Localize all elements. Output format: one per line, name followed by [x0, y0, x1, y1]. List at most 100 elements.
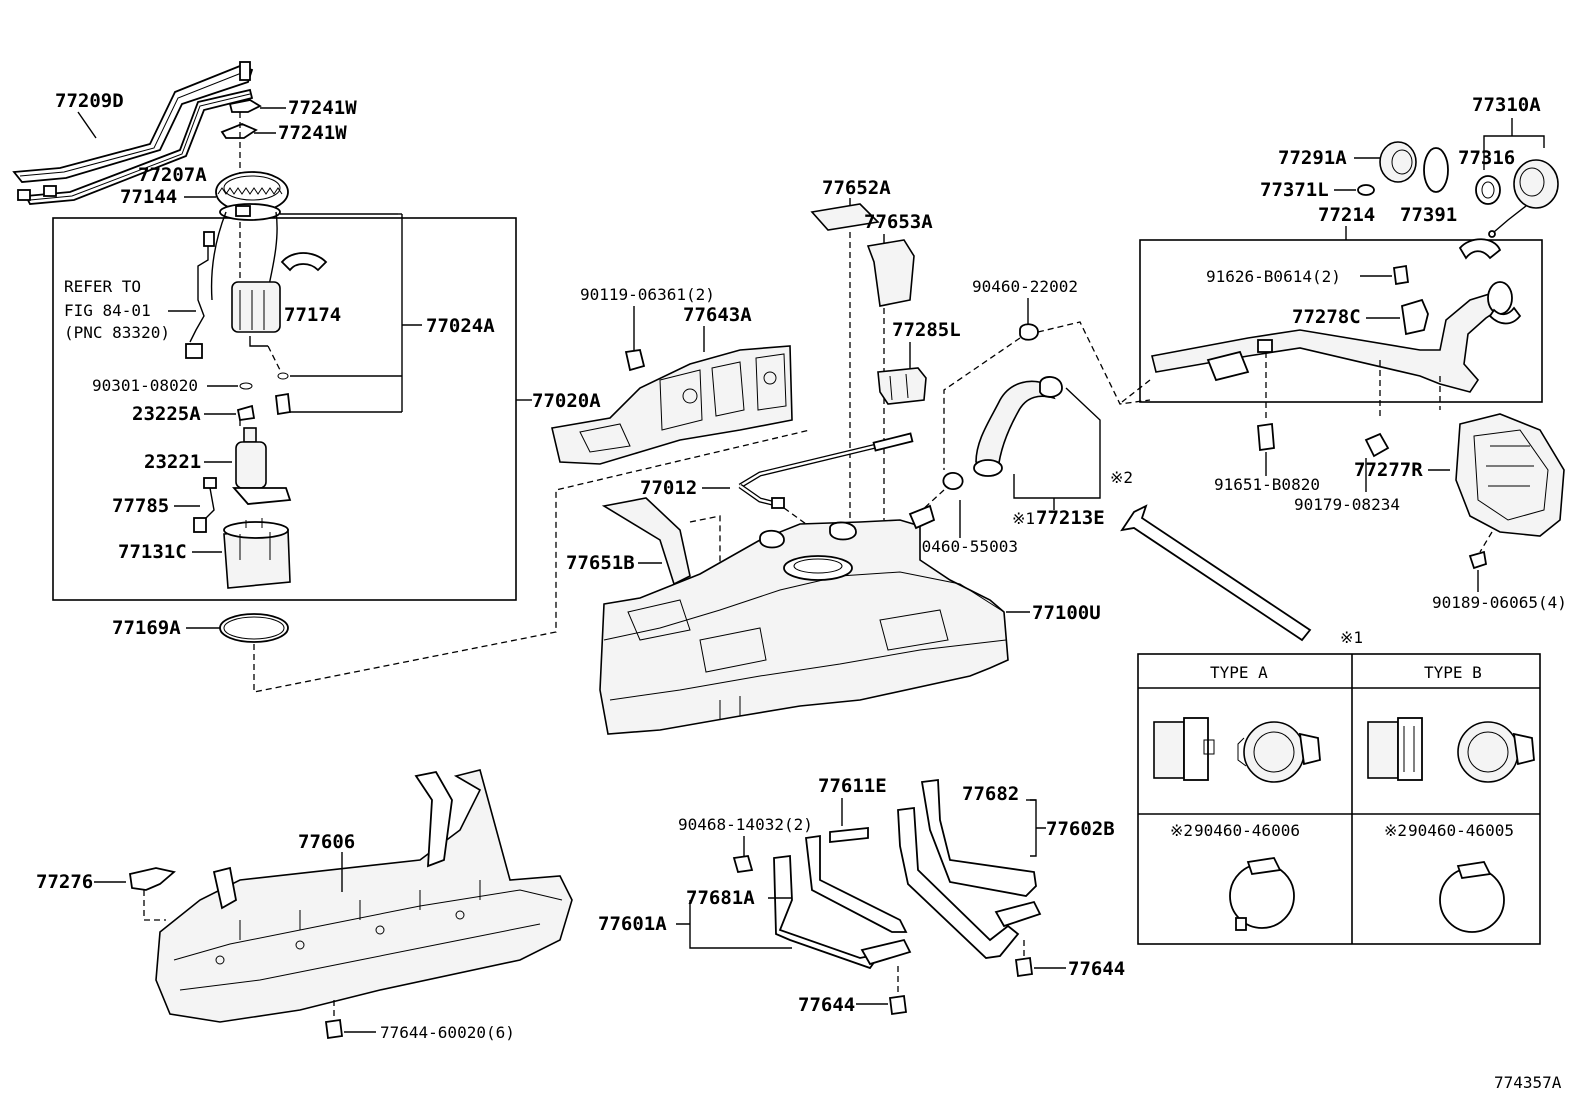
retainer-23225A	[236, 404, 256, 422]
filler-pipe-77214	[1151, 238, 1522, 393]
clamp-90460-22002	[1019, 323, 1039, 341]
label-77209D: 77209D	[55, 90, 124, 112]
label-77277R: 77277R	[1354, 459, 1423, 481]
protector-77652A	[810, 203, 880, 231]
label-77214: 77214	[1318, 204, 1375, 226]
o-ring	[277, 372, 289, 380]
figure-id: 774357A	[1494, 1073, 1562, 1092]
label-90301-08020: 90301-08020	[92, 376, 198, 395]
type-a-fitting-front	[1237, 721, 1321, 783]
refer-line-3: (PNC 83320)	[64, 323, 170, 342]
filter-77131C	[223, 518, 291, 589]
note-1-77213E: ※1	[1012, 509, 1035, 528]
clip-90468	[732, 854, 754, 874]
o-ring-77391	[1423, 147, 1449, 193]
note-2-hose: ※2	[1110, 468, 1133, 487]
gasket-77316	[1475, 175, 1501, 205]
label-77241W-upper: 77241W	[288, 97, 357, 119]
label-77276: 77276	[36, 871, 93, 893]
fuel-sender-gauge	[185, 203, 398, 359]
label-77644-right: 77644	[1068, 958, 1125, 980]
label-91651-B0820: 91651-B0820	[1214, 475, 1320, 494]
fuel-cap-77310A	[1488, 159, 1559, 238]
label-90119-06361: 90119-06361(2)	[580, 285, 715, 304]
label-91626-B0614: 91626-B0614(2)	[1206, 267, 1341, 286]
label-77371L: 77371L	[1260, 179, 1329, 201]
label-77611E: 77611E	[818, 775, 887, 797]
filler-assembly-box	[1139, 239, 1543, 403]
wire-harness-77785	[193, 477, 217, 533]
bolt-91651	[1257, 422, 1275, 452]
label-23225A: 23225A	[132, 403, 201, 425]
label-77213E: 77213E	[1036, 507, 1105, 529]
type-a-header: TYPE A	[1210, 663, 1268, 682]
fuel-line-77209D	[12, 61, 254, 205]
bolt-77644-center	[888, 994, 908, 1016]
label-77602B: 77602B	[1046, 818, 1115, 840]
clip-77241W-upper	[228, 99, 262, 113]
label-77652A: 77652A	[822, 177, 891, 199]
type-b-header: TYPE B	[1424, 663, 1482, 682]
filler-hose-77213E	[973, 376, 1063, 477]
label-77606: 77606	[298, 831, 355, 853]
label-77024A: 77024A	[426, 315, 495, 337]
tank-protector-77606	[155, 769, 573, 1023]
bolt-90119	[624, 348, 646, 372]
bolt-77644-right	[1014, 956, 1034, 978]
clamp-90460-55003	[942, 471, 964, 491]
label-90179-08234: 90179-08234	[1294, 495, 1400, 514]
pressure-regulator	[275, 392, 291, 416]
heat-shield-77643A	[551, 345, 793, 465]
note-1-arrow: ※1	[1340, 628, 1363, 647]
label-77653A: 77653A	[864, 211, 933, 233]
protector-77651B	[601, 497, 691, 586]
label-90189-06065: 90189-06065(4)	[1432, 593, 1567, 612]
label-77291A: 77291A	[1278, 147, 1347, 169]
arrow-type-reference	[1120, 504, 1312, 642]
label-77651B: 77651B	[566, 552, 635, 574]
label-77644-center: 77644	[798, 994, 855, 1016]
label-77278C: 77278C	[1292, 306, 1361, 328]
retainer-ring-77144	[215, 171, 289, 213]
bolt-77611E	[829, 827, 869, 843]
label-77169A: 77169A	[112, 617, 181, 639]
clip-77241W-lower	[220, 123, 258, 139]
label-77012: 77012	[640, 477, 697, 499]
bolt-77644-60020	[324, 1018, 344, 1040]
label-77144: 77144	[120, 186, 177, 208]
retainer-77291A	[1379, 141, 1417, 183]
o-ring-77371L	[1357, 184, 1375, 196]
fuel-pump-23221	[232, 427, 292, 505]
label-90460-55003: 90460-55003	[912, 537, 1018, 556]
type-comparison-table	[1137, 653, 1541, 945]
label-77682: 77682	[962, 783, 1019, 805]
nut-90179	[1364, 432, 1390, 458]
clamp-77285L	[877, 367, 927, 405]
clamp-90460-46006	[1229, 857, 1295, 931]
fuel-tank-77100U	[599, 504, 1009, 735]
pipe-77012	[738, 432, 914, 509]
label-77241W-lower: 77241W	[278, 122, 347, 144]
label-77131C: 77131C	[118, 541, 187, 563]
label-77391: 77391	[1400, 204, 1457, 226]
label-77681A: 77681A	[686, 887, 755, 909]
label-23221: 23221	[144, 451, 201, 473]
label-77643A: 77643A	[683, 304, 752, 326]
band-77602B	[897, 778, 1042, 959]
pump-assembly-box	[52, 217, 517, 601]
gasket-77169A	[219, 613, 289, 643]
screw-90189	[1468, 550, 1488, 570]
refer-line-1: REFER TO	[64, 277, 141, 296]
note-2-clamp-b: ※2	[1384, 821, 1407, 840]
label-77207A: 77207A	[138, 164, 207, 186]
label-77316: 77316	[1458, 147, 1515, 169]
band-77601A	[773, 834, 912, 970]
refer-line-2: FIG 84-01	[64, 301, 151, 320]
type-a-fitting-side	[1153, 717, 1215, 781]
clip-77174	[280, 252, 328, 272]
bolt-91626	[1392, 264, 1410, 286]
type-b-fitting-side	[1367, 717, 1423, 781]
type-b-fitting-front	[1457, 721, 1535, 783]
protector-77653A	[866, 239, 915, 307]
